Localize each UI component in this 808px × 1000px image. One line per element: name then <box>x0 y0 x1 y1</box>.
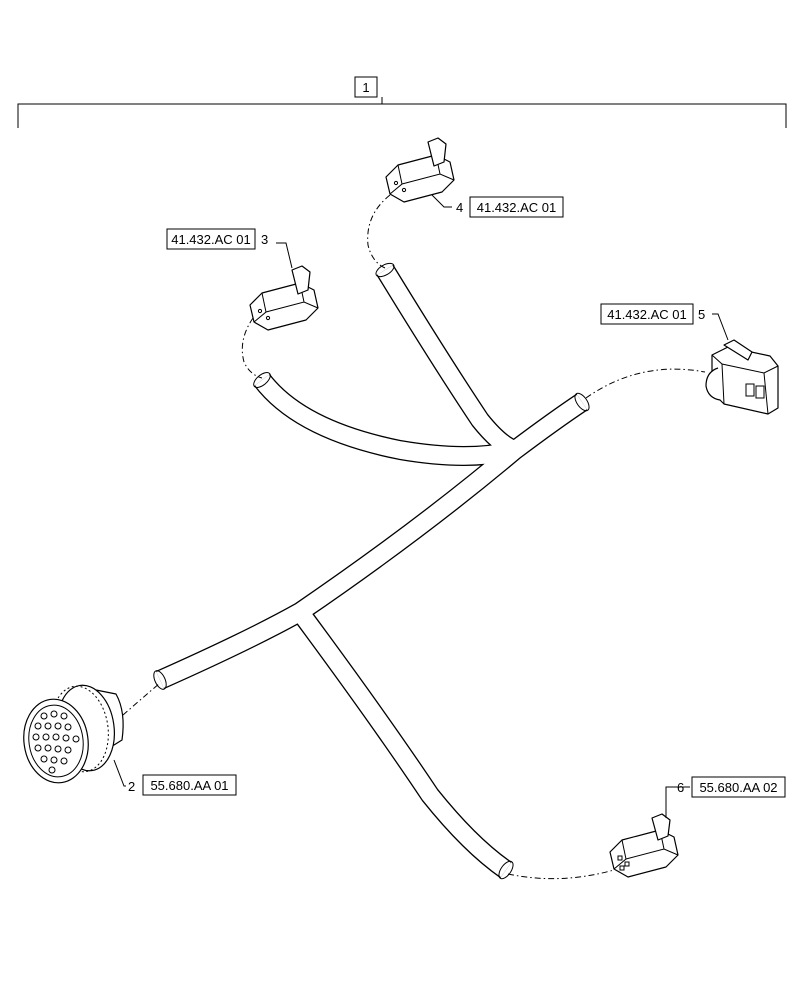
connector-6 <box>609 813 679 878</box>
connector-3 <box>249 265 319 331</box>
callout-3: 41.432.AC 01 3 <box>166 228 268 250</box>
leader-lines <box>113 194 729 818</box>
callout-6-number: 6 <box>677 780 684 795</box>
callout-2-number: 2 <box>128 779 135 794</box>
wire-runs <box>122 194 706 880</box>
callout-6: 6 55.680.AA 02 <box>677 776 786 798</box>
callout-2: 2 55.680.AA 01 <box>128 774 237 796</box>
connector-5 <box>705 339 779 415</box>
round-connector-2 <box>23 684 124 784</box>
connector-4 <box>385 137 455 203</box>
callout-5-ref: 41.432.AC 01 <box>607 307 687 322</box>
callout-6-ref: 55.680.AA 02 <box>699 780 777 795</box>
callout-4: 4 41.432.AC 01 <box>456 196 564 218</box>
callout-3-ref: 41.432.AC 01 <box>171 232 251 247</box>
callout-4-ref: 41.432.AC 01 <box>477 200 557 215</box>
callout-4-number: 4 <box>456 200 463 215</box>
callout-3-number: 3 <box>261 232 268 247</box>
assembly-bracket: 1 <box>17 76 787 128</box>
harness-hoses <box>153 262 590 880</box>
callout-2-ref: 55.680.AA 01 <box>150 778 228 793</box>
callout-5-number: 5 <box>698 307 705 322</box>
assembly-item-number: 1 <box>362 80 369 95</box>
callout-5: 41.432.AC 01 5 <box>600 303 705 325</box>
